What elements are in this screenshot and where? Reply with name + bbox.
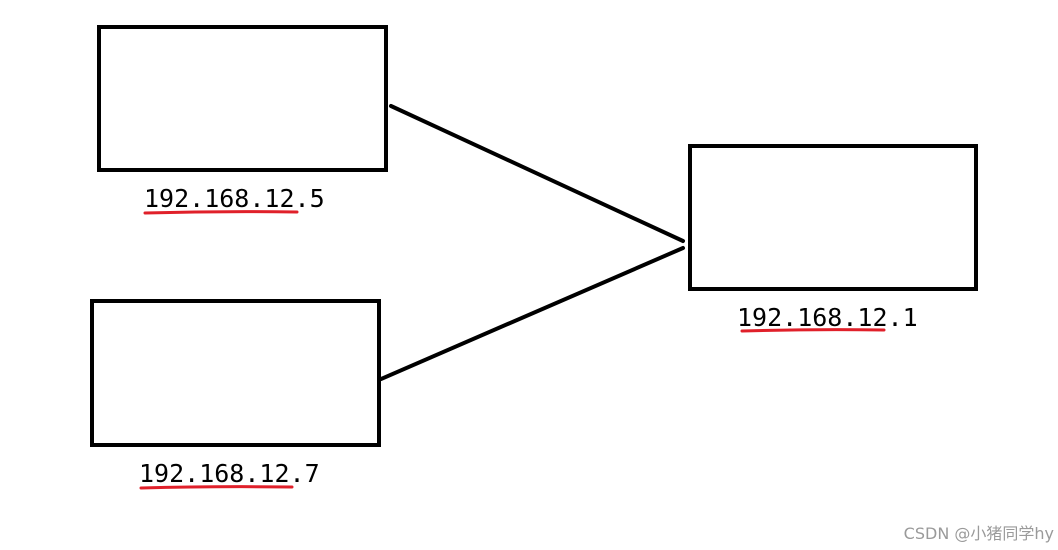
- node-gateway: 192.168.12.1: [688, 144, 978, 333]
- watermark-text: CSDN @小猪同学hy: [904, 524, 1054, 543]
- ip-label-host-b: 192.168.12.7: [139, 459, 320, 488]
- underline-gateway: [740, 328, 886, 333]
- underline-host-b: [139, 485, 294, 490]
- edge-host-a-to-gateway: [389, 104, 685, 243]
- node-box-host-b: [90, 299, 381, 447]
- node-box-gateway: [688, 144, 978, 291]
- underline-host-a: [143, 210, 299, 215]
- ip-label-host-a: 192.168.12.5: [144, 184, 325, 213]
- node-host-a: 192.168.12.5: [97, 25, 388, 215]
- node-box-host-a: [97, 25, 388, 172]
- edge-host-b-to-gateway: [379, 246, 685, 381]
- node-host-b: 192.168.12.7: [90, 299, 381, 490]
- ip-label-gateway: 192.168.12.1: [737, 303, 918, 332]
